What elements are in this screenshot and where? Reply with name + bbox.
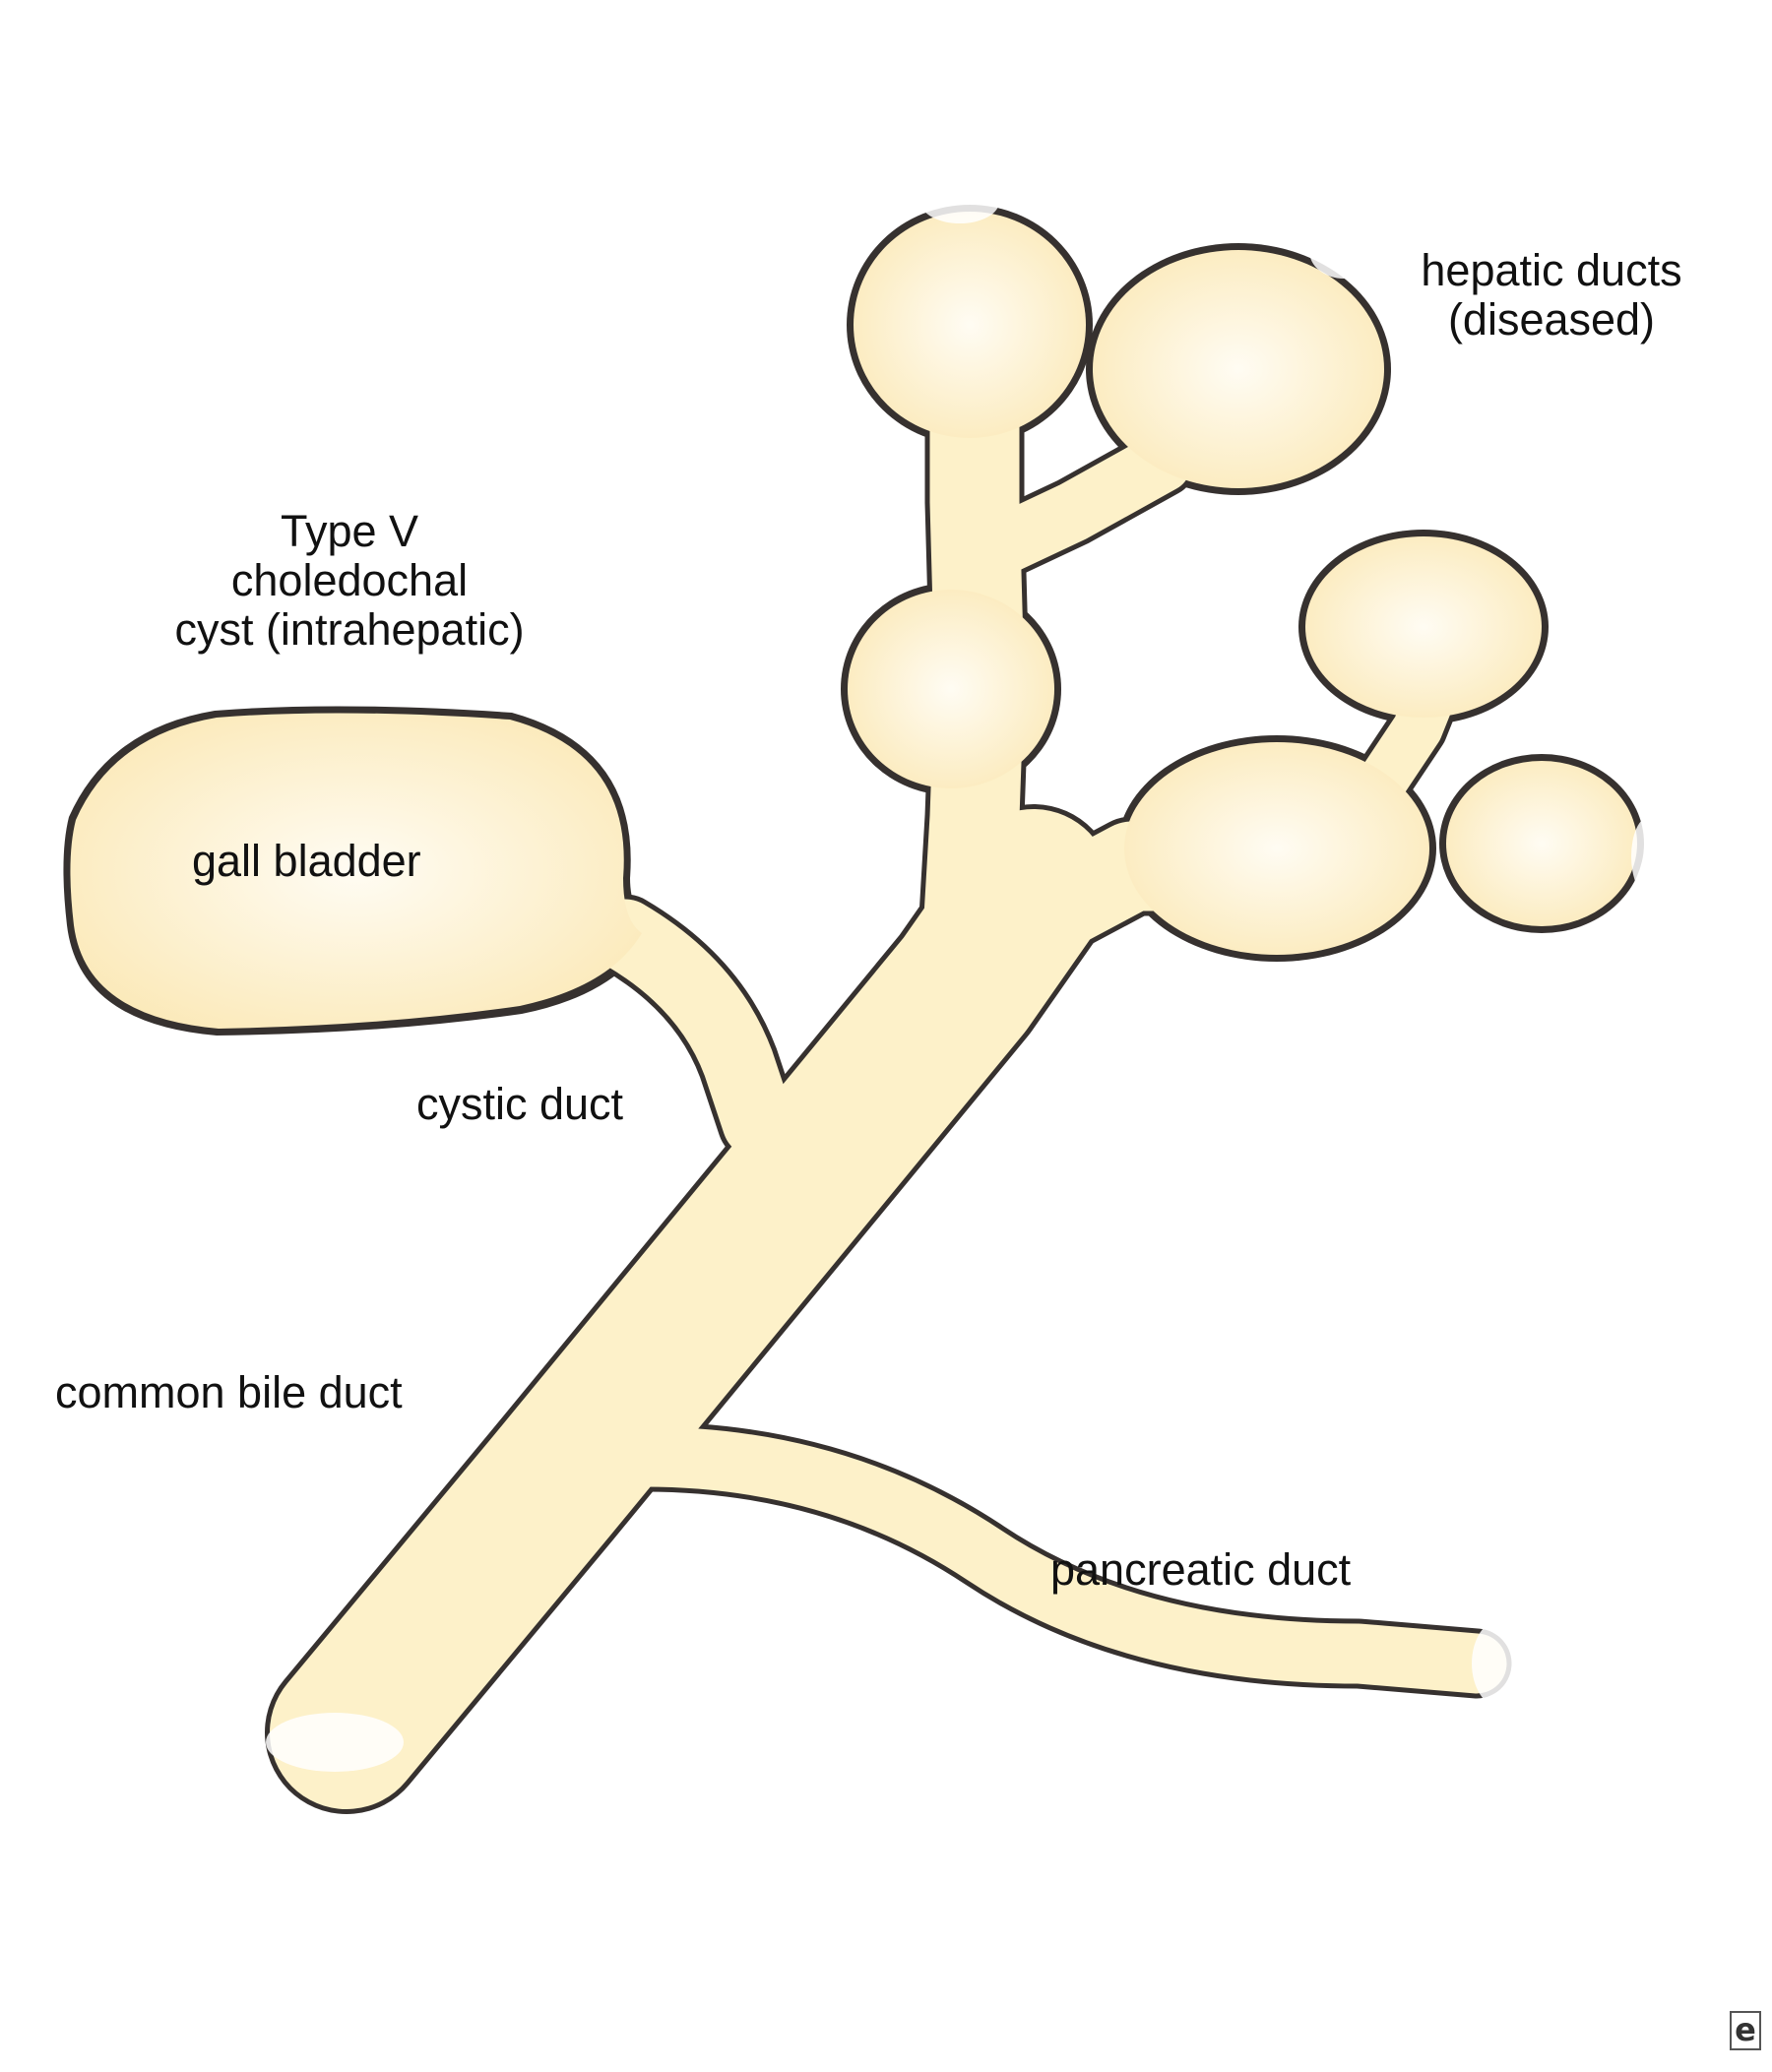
publisher-logo: e bbox=[1730, 2011, 1761, 2050]
hepatic-cyst-small-upper bbox=[1305, 536, 1542, 718]
cyst-fills bbox=[70, 212, 1637, 1029]
gall-bladder-shape bbox=[70, 713, 642, 1029]
label-type-v-line1: Type V bbox=[280, 506, 419, 556]
label-common-bile-duct: common bile duct bbox=[55, 1367, 403, 1417]
label-cystic-duct: cystic duct bbox=[416, 1079, 624, 1129]
label-hepatic-ducts-line2: (diseased) bbox=[1447, 294, 1656, 345]
label-hepatic-ducts-line1: hepatic ducts bbox=[1421, 245, 1682, 295]
hepatic-cyst-middle bbox=[848, 590, 1054, 788]
label-hepatic-ducts: hepatic ducts (diseased) bbox=[1404, 246, 1699, 345]
label-pancreatic-duct: pancreatic duct bbox=[1050, 1544, 1352, 1595]
label-type-v-line3: cyst (intrahepatic) bbox=[174, 604, 525, 655]
label-type-v-line2: choledochal bbox=[230, 555, 469, 605]
faded-ends bbox=[266, 180, 1667, 1772]
hepatic-cyst-small-lower bbox=[1446, 761, 1637, 926]
label-gall-bladder: gall bladder bbox=[192, 836, 421, 886]
hepatic-cyst-right bbox=[1124, 742, 1429, 955]
hepatic-cyst-top-right bbox=[1093, 250, 1384, 488]
label-type-v: Type V choledochal cyst (intrahepatic) bbox=[148, 507, 551, 655]
hepatic-cyst-top-left bbox=[854, 212, 1086, 438]
